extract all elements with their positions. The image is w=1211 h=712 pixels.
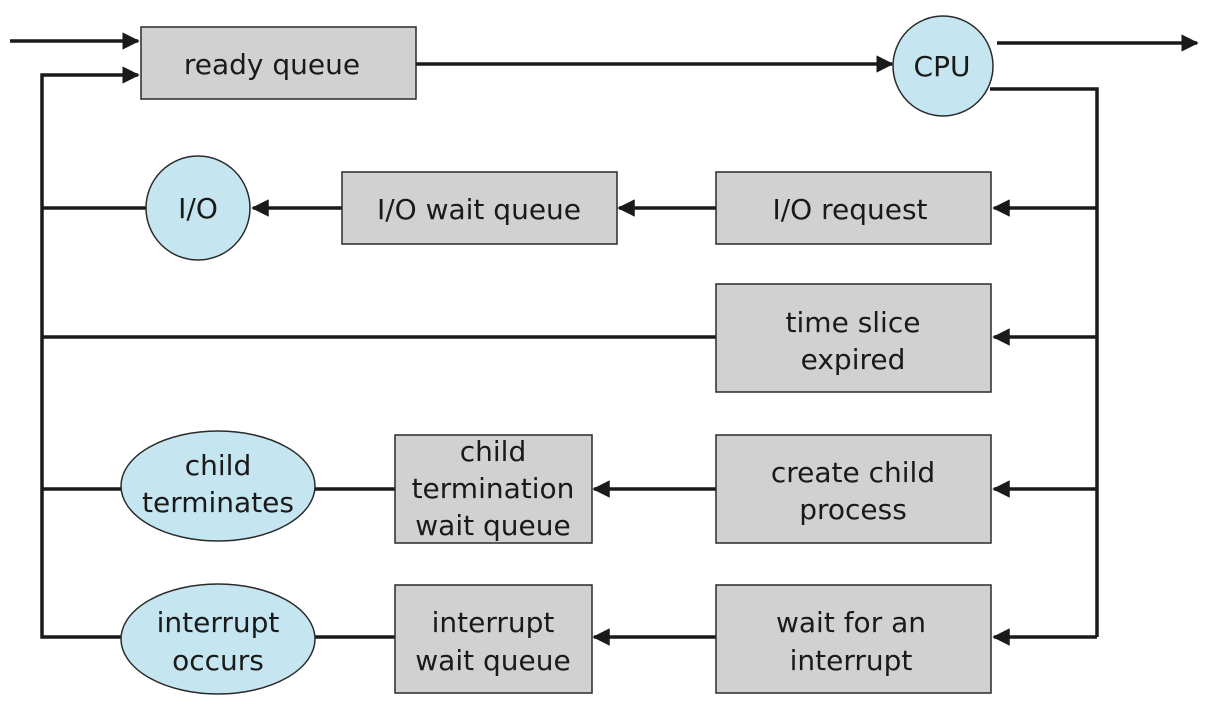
interrupt-wait-queue-box: interrupt wait queue [394, 584, 593, 694]
ready-queue-label: ready queue [184, 48, 360, 81]
wait-interrupt-label-line-1: wait for an [776, 606, 926, 639]
child-terminates-label-line-2: terminates [142, 486, 294, 519]
time-slice-expired-box: time slice expired [715, 283, 992, 393]
interrupt-occurs-node: interrupt occurs [120, 583, 316, 695]
io-request-box: I/O request [715, 171, 992, 245]
io-request-label: I/O request [772, 193, 927, 226]
interrupt-occurs-label-line-2: occurs [172, 644, 264, 677]
io-label: I/O [178, 192, 218, 225]
cpu-node: CPU [892, 15, 994, 117]
io-node: I/O [145, 155, 251, 261]
io-wait-queue-label: I/O wait queue [377, 193, 581, 226]
ready-queue-box: ready queue [140, 26, 417, 100]
child-termination-label-line-2: termination [412, 472, 575, 505]
wait-interrupt-label-line-2: interrupt [790, 644, 913, 677]
connectors [10, 32, 1199, 646]
return-to-ready-queue-bus [40, 66, 140, 639]
child-termination-label-line-1: child [460, 435, 526, 468]
cpu-return-bus [990, 87, 1099, 637]
interrupt-queue-label-line-1: interrupt [432, 606, 555, 639]
create-child-label-line-2: process [799, 493, 907, 526]
interrupt-occurs-label-line-1: interrupt [157, 606, 280, 639]
time-slice-label-line-2: expired [801, 343, 906, 376]
create-child-label-line-1: create child [771, 456, 935, 489]
io-wait-queue-box: I/O wait queue [341, 171, 618, 245]
child-termination-wait-queue-box: child termination wait queue [394, 434, 593, 544]
child-termination-label-line-3: wait queue [415, 509, 570, 542]
interrupt-queue-label-line-2: wait queue [415, 644, 570, 677]
cpu-label: CPU [914, 50, 971, 83]
child-terminates-node: child terminates [120, 430, 316, 542]
create-child-process-box: create child process [715, 434, 992, 544]
time-slice-label-line-1: time slice [786, 306, 921, 339]
wait-for-interrupt-box: wait for an interrupt [715, 584, 992, 694]
child-terminates-label-line-1: child [185, 449, 251, 482]
